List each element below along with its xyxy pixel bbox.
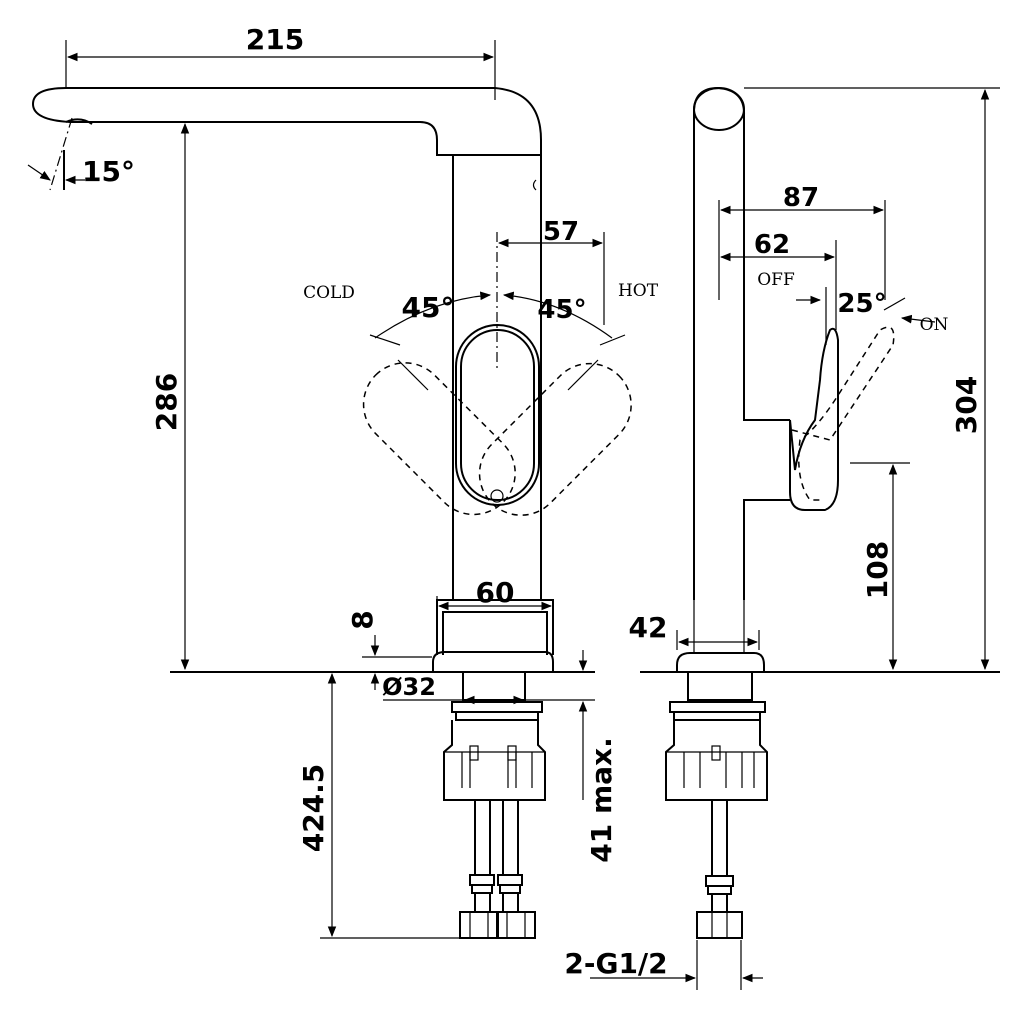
dim-spout-height: 286 bbox=[150, 373, 183, 431]
front-base bbox=[432, 599, 554, 673]
side-mounting-nut bbox=[665, 672, 768, 801]
label-off: OFF bbox=[757, 270, 795, 290]
dim-body-width: 60 bbox=[476, 576, 515, 609]
front-hoses bbox=[459, 800, 536, 939]
dim-handle-offset: 57 bbox=[543, 217, 579, 247]
dim-deck-thickness: 41 max. bbox=[585, 737, 618, 862]
dim-body-depth: 42 bbox=[629, 611, 668, 644]
dim-lever-height: 108 bbox=[861, 541, 894, 599]
side-base bbox=[676, 652, 765, 673]
dim-depth-off: 62 bbox=[754, 230, 790, 260]
dim-reach: 215 bbox=[246, 23, 304, 56]
handle-cold-position bbox=[362, 362, 516, 516]
dim-angle-lever: 25° bbox=[837, 289, 886, 319]
lever-on bbox=[791, 326, 895, 501]
front-view: 215 15° 45° 45° COLD HOT 57 bbox=[27, 23, 659, 939]
side-hose bbox=[696, 800, 743, 939]
spout-outline bbox=[31, 87, 542, 600]
handle-hot-position bbox=[478, 362, 632, 516]
dim-total-height: 304 bbox=[950, 376, 983, 434]
front-mounting-nut bbox=[443, 701, 546, 801]
handle-center bbox=[455, 324, 540, 506]
dim-depth-overall: 87 bbox=[783, 183, 819, 213]
lever-off bbox=[789, 327, 839, 511]
label-cold: COLD bbox=[303, 283, 355, 303]
side-body-outline bbox=[693, 86, 790, 600]
dim-connections: 2-G1/2 bbox=[564, 947, 667, 980]
label-hot: HOT bbox=[618, 281, 659, 301]
dim-angle-spout: 15° bbox=[82, 155, 135, 188]
dim-angle-hot: 45° bbox=[537, 295, 586, 325]
dim-shank-diameter: Ø32 bbox=[382, 673, 436, 701]
dim-below-counter: 424.5 bbox=[297, 764, 330, 853]
dim-collar: 8 bbox=[346, 610, 379, 629]
dim-angle-cold: 45° bbox=[402, 291, 455, 324]
side-view: 304 87 62 OFF 25° ON 108 42 bbox=[564, 86, 1000, 990]
label-on: ON bbox=[920, 315, 949, 335]
